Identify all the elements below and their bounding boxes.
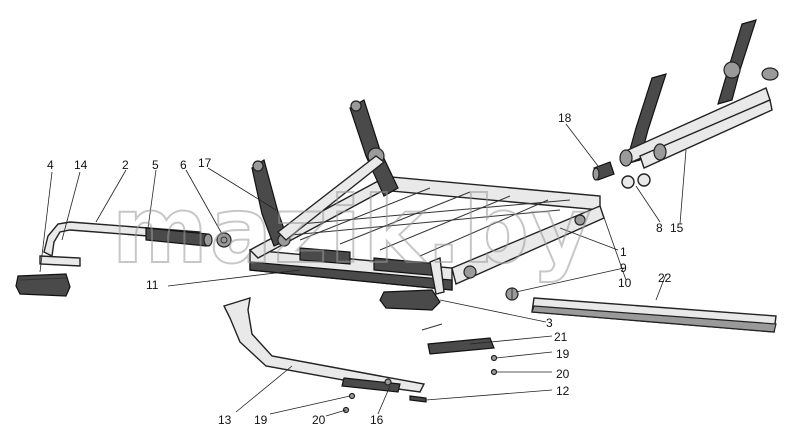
callout-3: 3 <box>546 316 553 330</box>
callout-10: 10 <box>618 276 632 290</box>
callout-22: 22 <box>658 271 672 285</box>
callout-18: 18 <box>558 111 572 125</box>
callout-16: 16 <box>370 413 384 427</box>
part-15-upper-assembly <box>619 19 779 169</box>
part-18-pin <box>592 161 615 181</box>
callout-11: 11 <box>146 278 159 292</box>
callout-9: 9 <box>620 261 627 275</box>
callout-19a: 19 <box>556 347 570 361</box>
part-8-bushing <box>621 173 651 189</box>
part-5-tube <box>145 227 213 247</box>
callout-12: 12 <box>556 384 570 398</box>
small-fasteners <box>342 354 498 414</box>
part-9-10-fasteners <box>505 287 519 301</box>
part-21-plate <box>421 323 495 355</box>
callout-14: 14 <box>74 158 88 172</box>
callout-19b: 19 <box>254 413 268 427</box>
part-6-bushing <box>216 232 232 248</box>
callout-6: 6 <box>180 158 187 172</box>
lift-arm-center <box>276 99 399 241</box>
watermark: mazik.by <box>112 177 593 284</box>
part-3-handle-pad <box>379 257 445 311</box>
part-13-lever <box>223 296 426 393</box>
callout-17: 17 <box>198 156 212 170</box>
callout-20b: 20 <box>312 413 326 427</box>
part-4-end-cap <box>15 273 71 297</box>
part-22-slide-rail <box>531 297 777 333</box>
callout-labels: 4 14 2 5 6 17 18 8 15 1 9 10 22 11 3 21 … <box>47 111 684 427</box>
callout-13: 13 <box>218 413 232 427</box>
callout-1: 1 <box>620 245 627 259</box>
callout-2: 2 <box>122 158 129 172</box>
leader-lines <box>39 123 687 417</box>
callout-4: 4 <box>47 158 54 172</box>
callout-5: 5 <box>152 158 159 172</box>
callout-20a: 20 <box>556 367 570 381</box>
callout-8: 8 <box>656 221 663 235</box>
callout-15: 15 <box>670 221 684 235</box>
callout-21: 21 <box>554 330 568 344</box>
